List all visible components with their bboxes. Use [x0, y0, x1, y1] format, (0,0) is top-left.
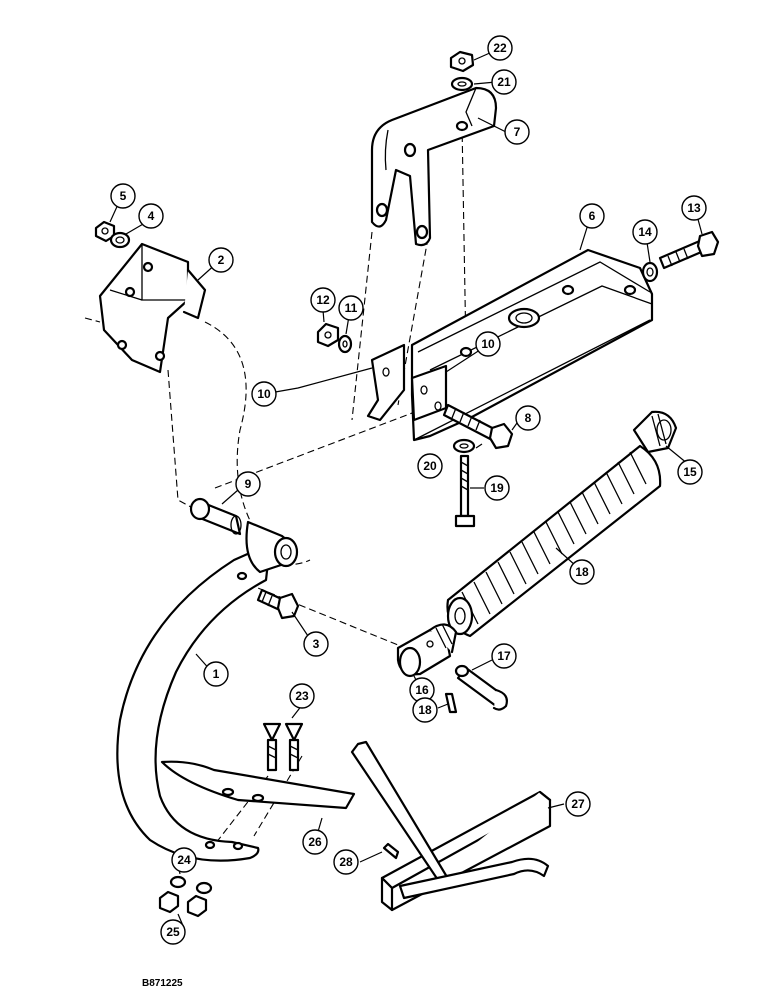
washer-part-22 — [450, 76, 474, 92]
spring-cap-part-15 — [632, 410, 678, 454]
callout-22: 21 — [491, 69, 517, 95]
svg-text:19: 19 — [490, 481, 504, 495]
callout-3: 3 — [303, 631, 329, 657]
callout-14: 14 — [632, 219, 658, 245]
bolt-part-8 — [442, 403, 514, 450]
svg-text:18: 18 — [418, 703, 432, 717]
callout-26: 25 — [160, 919, 186, 945]
callout-11: 11 — [338, 295, 364, 321]
washer-part-21 — [452, 438, 476, 454]
svg-text:10: 10 — [481, 337, 495, 351]
svg-text:7: 7 — [514, 125, 521, 139]
callout-8: 8 — [515, 405, 541, 431]
callout-27: 26 — [302, 829, 328, 855]
callout-21: 20 — [417, 453, 443, 479]
callout-10-left: 10 — [251, 381, 277, 407]
nut-part-23 — [449, 50, 475, 73]
svg-text:28: 28 — [339, 855, 353, 869]
svg-text:16: 16 — [415, 683, 429, 697]
callout-13: 13 — [681, 195, 707, 221]
shank-part-1 — [116, 520, 299, 862]
svg-text:14: 14 — [638, 225, 652, 239]
callout-10-right: 10 — [475, 331, 501, 357]
svg-text:2: 2 — [218, 253, 225, 267]
callout-4: 4 — [138, 203, 164, 229]
svg-text:25: 25 — [166, 925, 180, 939]
cotter-pin-part-18 — [444, 692, 458, 714]
bolt-part-3 — [256, 588, 300, 620]
nut-part-26 — [158, 890, 208, 918]
callout-5: 5 — [110, 183, 136, 209]
spring-part-19 — [446, 444, 662, 638]
svg-text:12: 12 — [316, 293, 330, 307]
svg-text:6: 6 — [589, 209, 596, 223]
callout-1: 1 — [203, 661, 229, 687]
spring-cap-part-16 — [396, 623, 458, 678]
bracket-part-2 — [98, 242, 207, 374]
callout-16: 16 — [409, 677, 435, 703]
callout-28: 27 — [565, 791, 591, 817]
svg-text:17: 17 — [497, 649, 511, 663]
callout-9: 9 — [235, 471, 261, 497]
callout-19: 18 — [569, 559, 595, 585]
callout-18: 18 — [412, 697, 438, 723]
svg-text:4: 4 — [148, 209, 155, 223]
nut-part-12 — [316, 322, 340, 348]
plate-part-10-left — [366, 343, 406, 422]
bolt-part-24 — [262, 722, 304, 772]
sleeve-part-9 — [189, 497, 242, 536]
svg-text:27: 27 — [571, 797, 585, 811]
callout-6: 6 — [579, 203, 605, 229]
washer-part-14 — [641, 261, 659, 283]
bolt-part-13 — [658, 230, 720, 270]
svg-text:24: 24 — [177, 853, 191, 867]
callout-23: 22 — [487, 35, 513, 61]
callout-24: 23 — [289, 683, 315, 709]
u-bracket-part-7 — [370, 86, 498, 247]
cotter-pin-part-29 — [382, 842, 400, 860]
svg-text:11: 11 — [345, 301, 358, 315]
washer-part-4 — [109, 231, 131, 249]
svg-text:15: 15 — [683, 465, 697, 479]
point-part-27 — [160, 760, 356, 810]
svg-text:3: 3 — [313, 637, 320, 651]
callout-20: 19 — [484, 475, 510, 501]
svg-text:8: 8 — [525, 411, 532, 425]
callout-7: 7 — [504, 119, 530, 145]
svg-text:5: 5 — [120, 189, 127, 203]
callout-15: 15 — [677, 459, 703, 485]
rod-part-28 — [350, 740, 550, 900]
callout-17: 17 — [491, 643, 517, 669]
washer-part-11 — [337, 334, 353, 354]
svg-text:26: 26 — [308, 835, 322, 849]
callout-12: 12 — [310, 287, 336, 313]
drawing-code: B871225 — [142, 978, 183, 989]
svg-text:20: 20 — [423, 459, 437, 473]
svg-text:21: 21 — [497, 75, 511, 89]
svg-text:18: 18 — [575, 565, 589, 579]
svg-text:22: 22 — [493, 41, 507, 55]
svg-text:23: 23 — [295, 689, 309, 703]
callout-2: 2 — [208, 247, 234, 273]
callout-29: 28 — [333, 849, 359, 875]
svg-text:9: 9 — [245, 477, 252, 491]
svg-text:1: 1 — [213, 667, 220, 681]
svg-text:10: 10 — [257, 387, 271, 401]
bolt-part-20 — [454, 454, 476, 528]
svg-text:13: 13 — [687, 201, 701, 215]
callout-25: 24 — [171, 847, 197, 873]
pin-part-17 — [454, 664, 508, 711]
washer-part-25 — [169, 875, 213, 895]
